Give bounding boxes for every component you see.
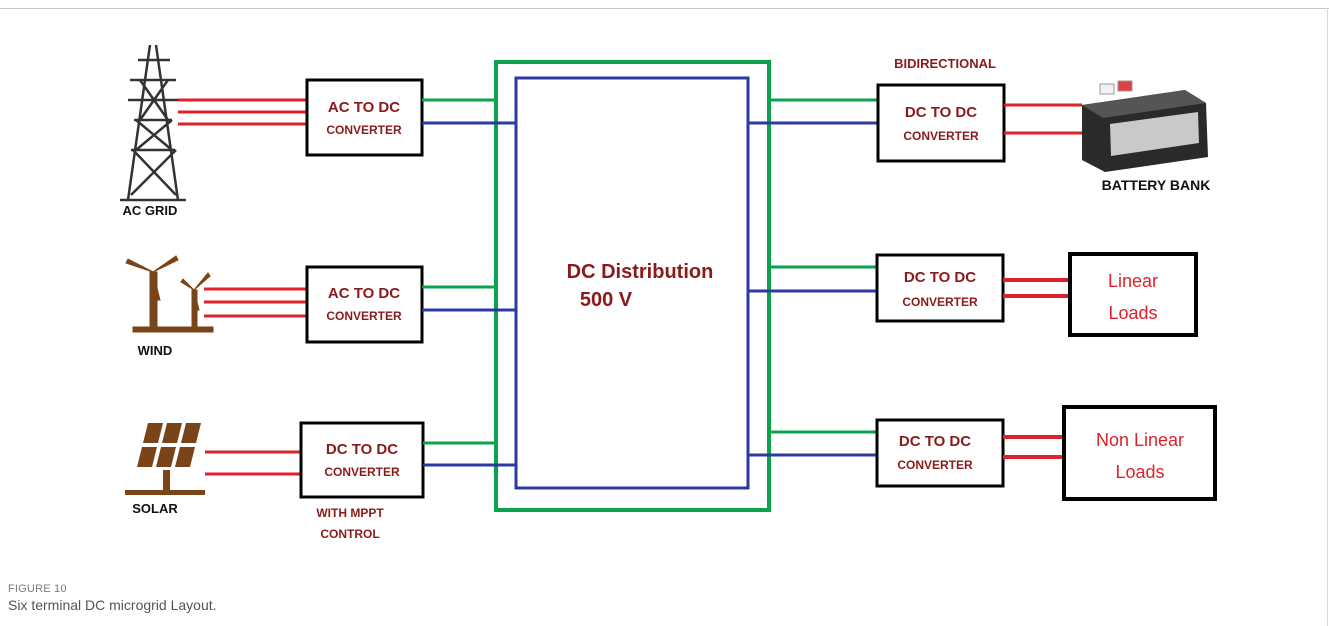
battery-icon — [1082, 81, 1208, 172]
linear-load-wires — [1003, 280, 1070, 296]
wind-converter-sub: CONVERTER — [326, 309, 402, 323]
mppt-note-line1: WITH MPPT — [316, 506, 384, 520]
linear-loads-line2: Loads — [1108, 303, 1157, 323]
microgrid-diagram: DC Distribution 500 V AC GRID AC TO DC — [0, 0, 1329, 580]
nonlinear-load-wires — [1003, 437, 1064, 457]
ac-grid-label: AC GRID — [123, 203, 178, 218]
linear-loads-line1: Linear — [1108, 271, 1158, 291]
figure-caption: Six terminal DC microgrid Layout. — [8, 597, 217, 613]
battery-bank-label: BATTERY BANK — [1102, 177, 1211, 193]
battery-converter-sub: CONVERTER — [903, 129, 979, 143]
nonlinear-dc-dc-converter — [877, 420, 1003, 486]
wind-label: WIND — [138, 343, 173, 358]
solar-converter-sub: CONVERTER — [324, 465, 400, 479]
solar-dc-wires — [205, 452, 301, 474]
solar-label: SOLAR — [132, 501, 178, 516]
nonlinear-loads-line2: Loads — [1115, 462, 1164, 482]
nonlinear-loads-box — [1064, 407, 1215, 499]
wind-converter-title: AC TO DC — [328, 285, 400, 302]
linear-converter-title: DC TO DC — [904, 269, 976, 286]
grid-converter-sub: CONVERTER — [326, 123, 402, 137]
solar-dc-dc-converter — [301, 423, 423, 497]
solar-panel-icon — [125, 423, 205, 495]
solar-converter-title: DC TO DC — [326, 441, 398, 458]
grid-ac-dc-converter — [307, 80, 422, 155]
battery-converter-title: DC TO DC — [905, 104, 977, 121]
nonlinear-loads-line1: Non Linear — [1096, 430, 1184, 450]
linear-converter-sub: CONVERTER — [902, 295, 978, 309]
dc-bus-inner-rail — [516, 78, 748, 488]
nonlinear-converter-title: DC TO DC — [899, 433, 971, 450]
wind-turbine-icon — [126, 256, 213, 332]
wind-ac-wires — [204, 289, 307, 316]
grid-ac-wires — [178, 100, 307, 124]
bus-title: DC Distribution — [567, 261, 714, 283]
transmission-tower-icon — [120, 45, 186, 200]
linear-dc-dc-converter — [877, 255, 1003, 321]
wind-ac-dc-converter — [307, 267, 422, 342]
dc-bus-outer-rail — [496, 62, 769, 510]
bidirectional-label: BIDIRECTIONAL — [894, 56, 996, 71]
grid-converter-title: AC TO DC — [328, 99, 400, 116]
bus-voltage: 500 V — [580, 289, 633, 311]
nonlinear-converter-sub: CONVERTER — [897, 458, 973, 472]
battery-dc-dc-converter — [878, 85, 1004, 161]
mppt-note-line2: CONTROL — [320, 527, 379, 541]
battery-dc-wires — [1004, 105, 1082, 133]
figure-number: FIGURE 10 — [8, 583, 67, 595]
